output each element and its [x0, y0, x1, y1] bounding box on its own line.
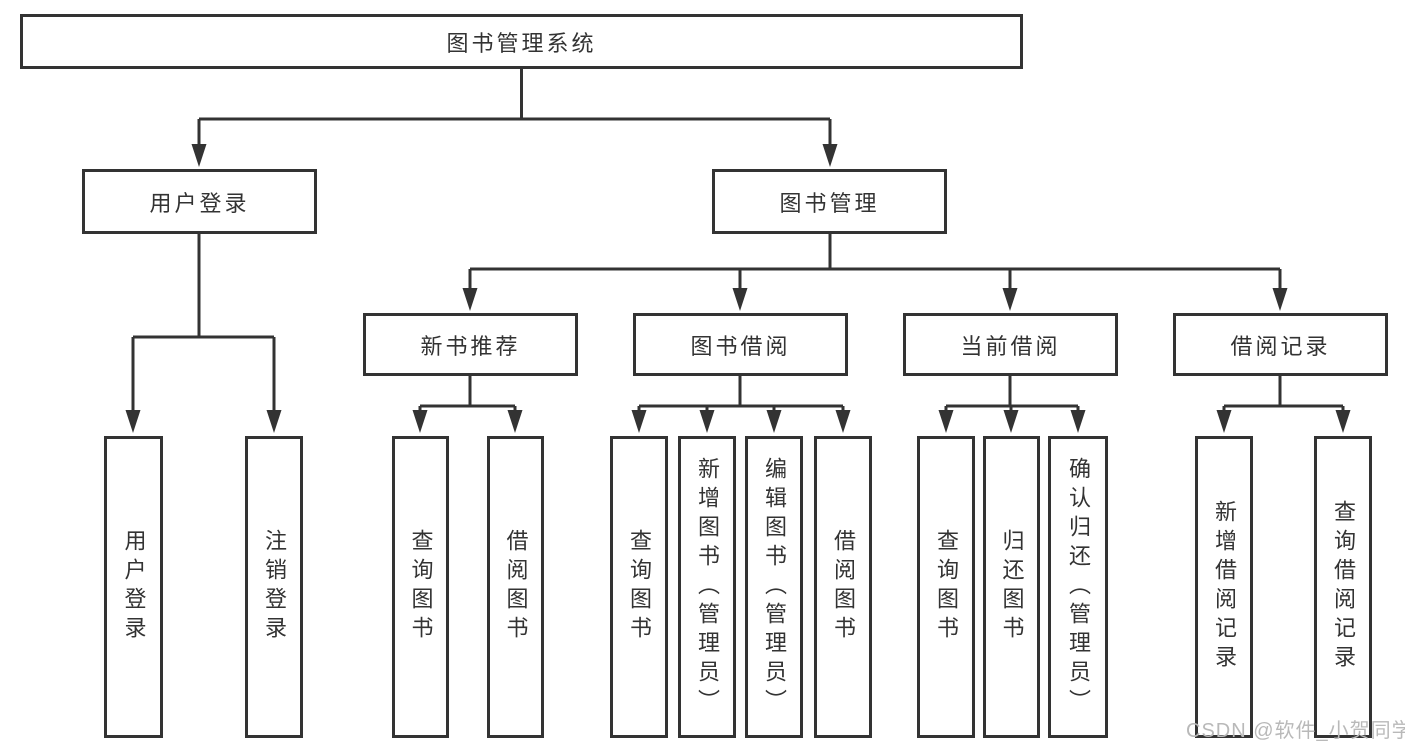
node-current-borrow: 当前借阅 [903, 313, 1118, 376]
leaf-current-confirm-return-admin: 确认归还（管理员） [1048, 436, 1108, 738]
node-user-login: 用户登录 [82, 169, 317, 234]
leaf-borrow-borrow-books: 借阅图书 [814, 436, 872, 738]
leaf-borrow-query-books: 查询图书 [610, 436, 668, 738]
node-book-borrow: 图书借阅 [633, 313, 848, 376]
leaf-logout: 注销登录 [245, 436, 303, 738]
node-root: 图书管理系统 [20, 14, 1023, 69]
node-new-book-recommend: 新书推荐 [363, 313, 578, 376]
leaf-borrow-edit-book-admin: 编辑图书（管理员） [745, 436, 803, 738]
leaf-current-query-books: 查询图书 [917, 436, 975, 738]
leaf-borrow-add-book-admin: 新增图书（管理员） [678, 436, 736, 738]
csdn-watermark: CSDN @软件_小贺同学 [1186, 720, 1405, 742]
leaf-newbook-borrow-books: 借阅图书 [487, 436, 544, 738]
leaf-records-query-record: 查询借阅记录 [1314, 436, 1372, 738]
leaf-records-add-record: 新增借阅记录 [1195, 436, 1253, 738]
node-borrow-records: 借阅记录 [1173, 313, 1388, 376]
leaf-user-login: 用户登录 [104, 436, 163, 738]
node-book-management: 图书管理 [712, 169, 947, 234]
leaf-newbook-query-books: 查询图书 [392, 436, 449, 738]
arrowhead-icons [125, 144, 1351, 433]
leaf-current-return-books: 归还图书 [983, 436, 1040, 738]
